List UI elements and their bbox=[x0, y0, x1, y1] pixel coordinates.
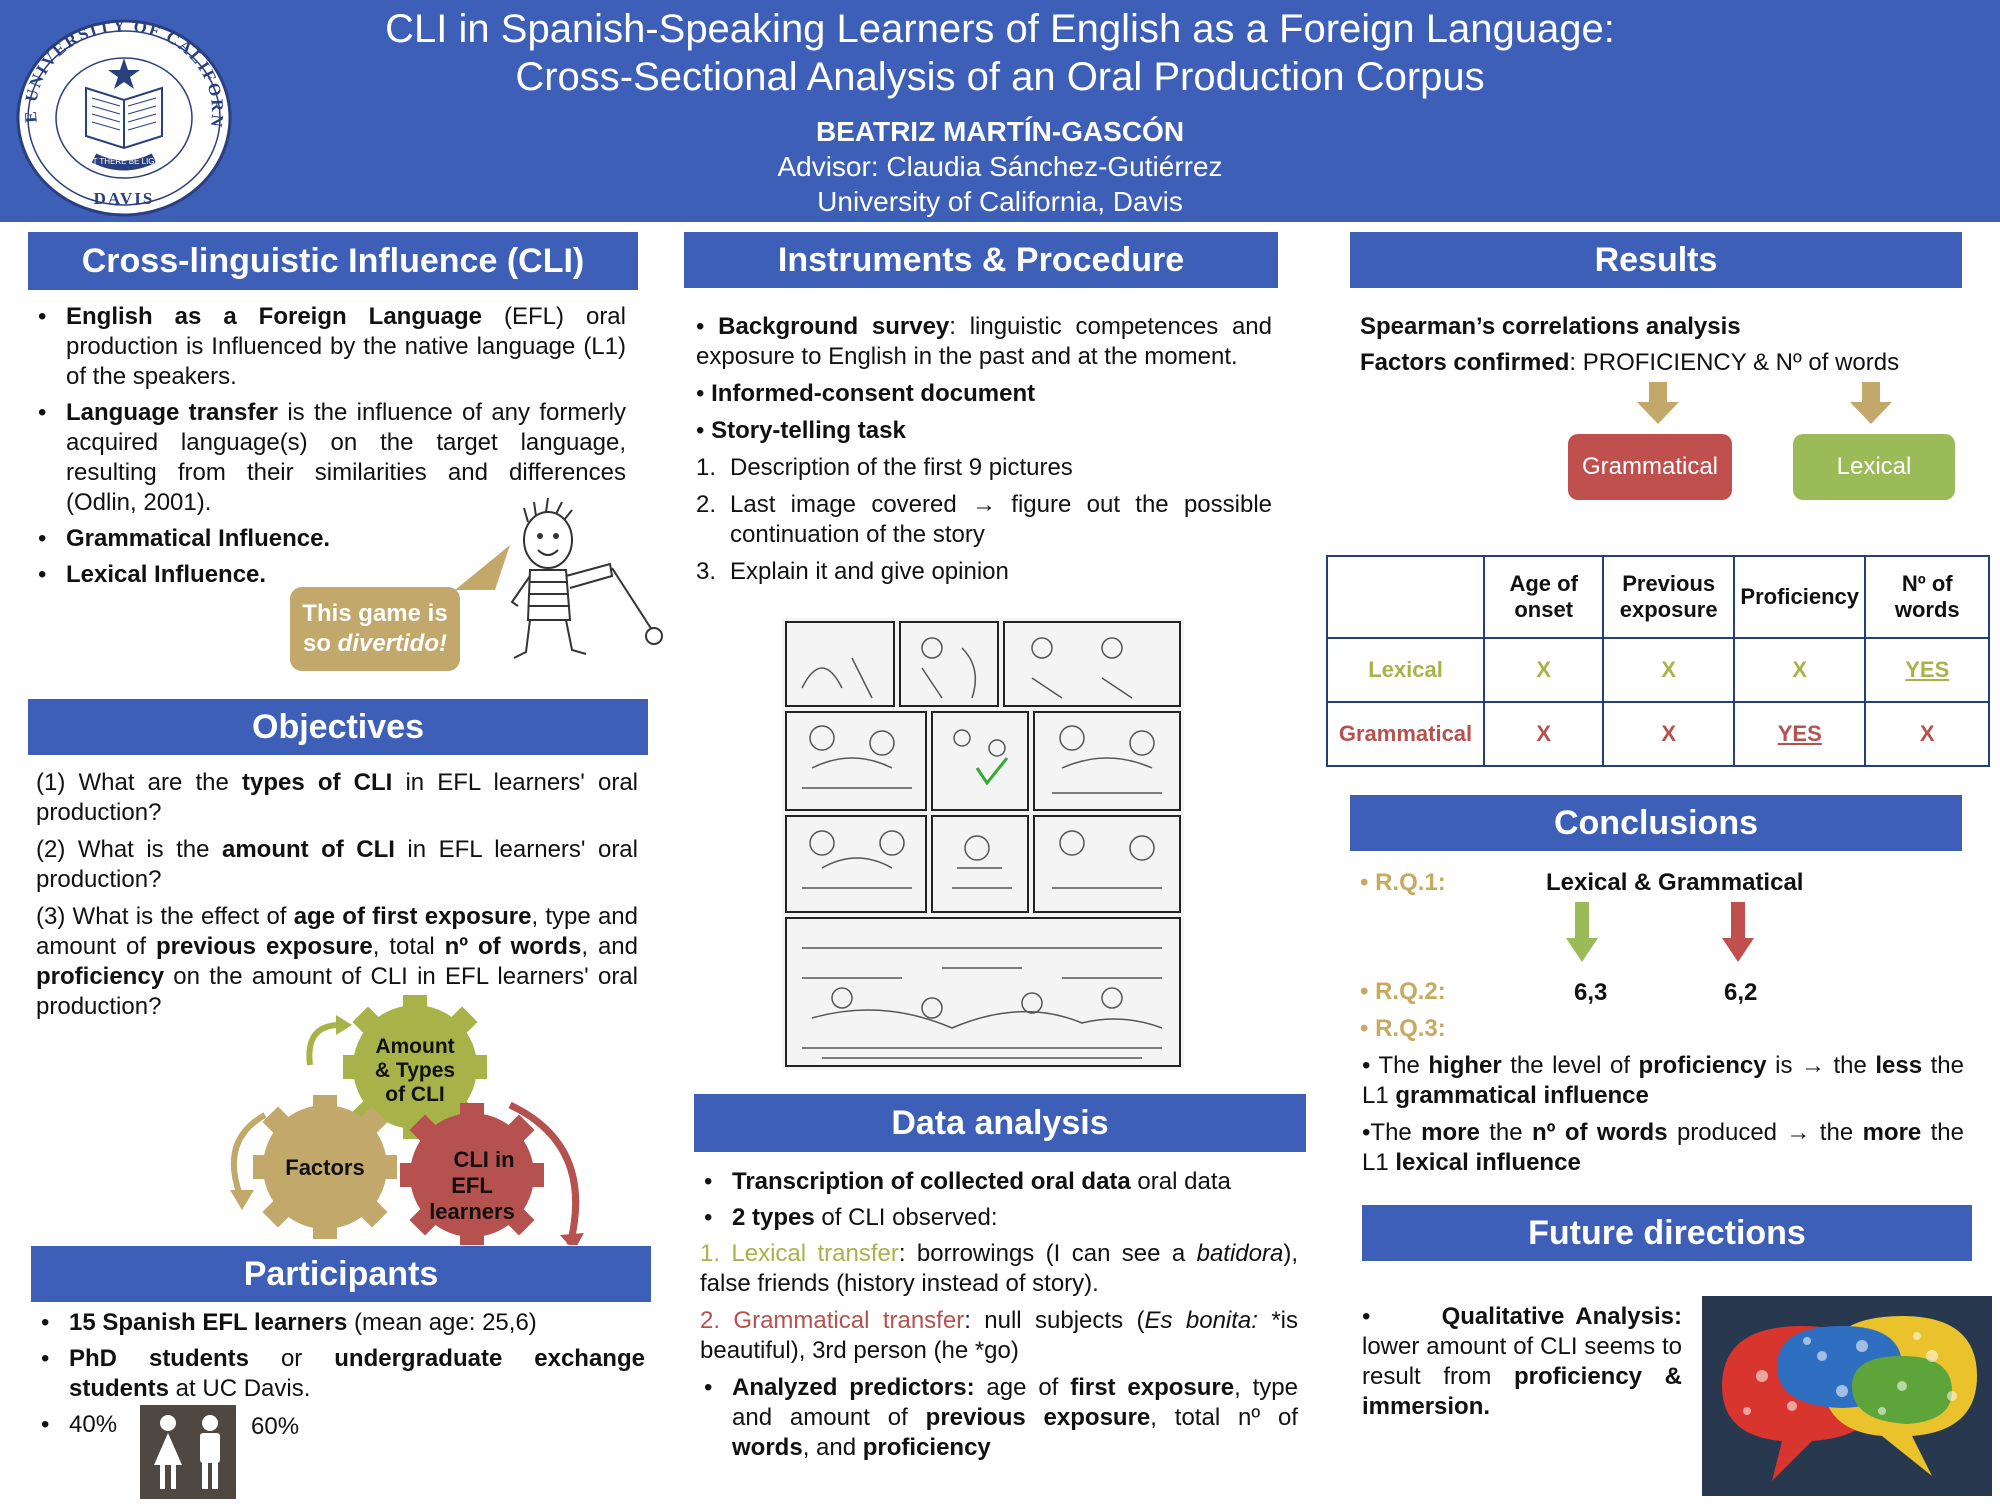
objectives-body: (1) What are the types of CLI in EFL lea… bbox=[36, 768, 638, 1029]
poster-title-line2: Cross-Sectional Analysis of an Oral Prod… bbox=[515, 55, 1485, 99]
table-cell: YES bbox=[1864, 637, 1990, 703]
cli-heading: Cross-linguistic Influence (CLI) bbox=[28, 232, 638, 290]
table-cell: X bbox=[1483, 701, 1605, 767]
instrument-storytelling: • Story-telling task bbox=[696, 417, 906, 444]
table-header-cell: Proficiency bbox=[1732, 555, 1867, 639]
rq3-label: • R.Q.3: bbox=[1360, 1015, 1446, 1042]
analysis-lexical-transfer: 1. Lexical transfer: borrowings (I can s… bbox=[700, 1240, 1299, 1297]
participants-heading: Participants bbox=[31, 1246, 651, 1302]
speech-bubbles-icon-collage bbox=[1702, 1296, 1992, 1496]
table-cell: YES bbox=[1732, 701, 1867, 767]
cli-bullet-1: English as a Foreign Language (EFL) oral… bbox=[28, 302, 626, 392]
gear-top-line1: Amount bbox=[375, 1035, 454, 1058]
table-row-label: Grammatical bbox=[1325, 701, 1486, 767]
grammatical-arrow-icon bbox=[1722, 902, 1754, 962]
table-header-cell: Age of onset bbox=[1483, 555, 1605, 639]
gear-top-line3: of CLI bbox=[385, 1083, 444, 1106]
rq2-lexical-value: 6,3 bbox=[1574, 979, 1608, 1006]
author-name: BEATRIZ MARTÍN-GASCÓN bbox=[815, 116, 1185, 147]
gear-top-line2: & Types bbox=[375, 1059, 455, 1082]
results-heading: Results bbox=[1350, 232, 1962, 288]
table-header-row: Age of onset Previous exposure Proficien… bbox=[1325, 555, 1990, 639]
poster-header: LET THERE BE LIGHT THE UNIVERSITY OF CAL… bbox=[0, 0, 2000, 222]
seal-bottom-text: DAVIS bbox=[94, 189, 155, 208]
instruments-body: • Background survey: linguistic competen… bbox=[696, 312, 1272, 587]
uc-davis-seal: LET THERE BE LIGHT THE UNIVERSITY OF CAL… bbox=[14, 18, 232, 217]
table-cell: X bbox=[1864, 701, 1990, 767]
participants-bullet-2: PhD students or undergraduate exchange s… bbox=[31, 1344, 645, 1404]
gear-right-line1: CLI in bbox=[453, 1147, 514, 1172]
gear-right-line2: EFL bbox=[451, 1173, 493, 1198]
table-row-label: Lexical bbox=[1325, 637, 1486, 703]
objective-3: (3) What is the effect of age of first e… bbox=[36, 903, 638, 1020]
data-analysis-heading: Data analysis bbox=[694, 1094, 1306, 1152]
future-directions-heading: Future directions bbox=[1362, 1205, 1972, 1261]
analysis-bullet-transcription: Transcription of collected oral data ora… bbox=[694, 1167, 1298, 1197]
gear-right-line3: learners bbox=[429, 1199, 515, 1224]
analysis-grammatical-transfer: 2. Grammatical transfer: null subjects (… bbox=[700, 1307, 1299, 1364]
data-analysis-body: Transcription of collected oral data ora… bbox=[694, 1167, 1298, 1469]
results-line-1: Spearman’s correlations analysis bbox=[1360, 313, 1741, 340]
results-line-2: Factors confirmed: PROFICIENCY & Nº of w… bbox=[1360, 349, 1900, 376]
procedure-step-3: 3. Explain it and give opinion bbox=[696, 558, 1009, 585]
gear-cli-learners: CLI in EFL learners bbox=[400, 1103, 544, 1245]
analysis-bullet-types: 2 types of CLI observed: bbox=[694, 1203, 1298, 1233]
future-qualitative: • Qualitative Analysis: lower amount of … bbox=[1362, 1303, 1682, 1420]
instruments-heading: Instruments & Procedure bbox=[684, 232, 1278, 288]
poster-title-line1: CLI in Spanish-Speaking Learners of Engl… bbox=[385, 7, 1615, 51]
cli-bullet-2: Language transfer is the influence of an… bbox=[28, 398, 626, 518]
gender-icons bbox=[140, 1405, 236, 1499]
table-cell: X bbox=[1602, 637, 1735, 703]
conclusion-proficiency: • The higher the level of proficiency is… bbox=[1362, 1052, 1964, 1109]
story-comic-image bbox=[782, 618, 1184, 1070]
female-male-icon bbox=[154, 1415, 220, 1489]
speech-bubble-tail bbox=[455, 545, 510, 590]
future-directions-body: • Qualitative Analysis: lower amount of … bbox=[1362, 1302, 1682, 1429]
participants-bullet-1: 15 Spanish EFL learners (mean age: 25,6) bbox=[31, 1308, 645, 1338]
lexical-pill: Lexical bbox=[1793, 434, 1955, 500]
table-cell: X bbox=[1602, 701, 1735, 767]
table-cell: X bbox=[1732, 637, 1867, 703]
advisor-name: Advisor: Claudia Sánchez-Gutiérrez bbox=[777, 151, 1223, 182]
analysis-bullet-predictors: Analyzed predictors: age of first exposu… bbox=[694, 1373, 1298, 1463]
rq2-grammatical-value: 6,2 bbox=[1724, 979, 1758, 1006]
seal-motto: LET THERE BE LIGHT bbox=[83, 157, 166, 166]
rq1-answer: Lexical & Grammatical bbox=[1546, 869, 1804, 896]
institution-name: University of California, Davis bbox=[817, 186, 1183, 217]
results-table: Age of onset Previous exposure Proficien… bbox=[1325, 555, 1990, 767]
grammatical-pill: Grammatical bbox=[1568, 434, 1732, 500]
table-header-cell: Nº of words bbox=[1864, 555, 1990, 639]
procedure-step-2: 2.Last image covered → figure out the po… bbox=[696, 491, 1272, 548]
table-header-cell bbox=[1325, 555, 1486, 639]
conclusion-words: •The more the nº of words produced → the… bbox=[1362, 1119, 1965, 1176]
lexical-arrow-icon bbox=[1566, 902, 1598, 962]
conclusions-heading: Conclusions bbox=[1350, 795, 1962, 851]
objectives-heading: Objectives bbox=[28, 699, 648, 755]
gears-diagram: Amount & Types of CLI Factors CLI in EFL… bbox=[230, 995, 584, 1245]
procedure-step-1: 1.Description of the first 9 pictures bbox=[696, 454, 1073, 481]
arrow-down-icon bbox=[1637, 382, 1679, 424]
cli-body: English as a Foreign Language (EFL) oral… bbox=[28, 302, 626, 596]
gear-factors: Factors bbox=[253, 1095, 397, 1239]
cli-bullet-3: Grammatical Influence. bbox=[28, 524, 626, 554]
table-cell: X bbox=[1483, 637, 1605, 703]
gear-factors-label: Factors bbox=[285, 1155, 364, 1180]
arrow-down-icon bbox=[1850, 382, 1892, 424]
participants-body: 15 Spanish EFL learners (mean age: 25,6)… bbox=[31, 1308, 645, 1446]
participants-bullet-3: 40% bbox=[31, 1410, 645, 1440]
instrument-consent: • Informed-consent document bbox=[696, 380, 1036, 407]
boy-with-yoyo-illustration bbox=[510, 497, 663, 659]
male-percentage: 60% bbox=[251, 1413, 300, 1440]
table-row: Grammatical X X YES X bbox=[1325, 701, 1990, 767]
objective-1: (1) What are the types of CLI in EFL lea… bbox=[36, 769, 638, 826]
instrument-survey: • Background survey: linguistic competen… bbox=[696, 313, 1273, 370]
table-header-cell: Previous exposure bbox=[1602, 555, 1735, 639]
rq2-label: • R.Q.2: bbox=[1360, 978, 1446, 1005]
rq3-body: • The higher the level of proficiency is… bbox=[1362, 1051, 1964, 1185]
rq1-label: • R.Q.1: bbox=[1360, 869, 1446, 896]
cli-bullet-4: Lexical Influence. bbox=[28, 560, 626, 590]
objective-2: (2) What is the amount of CLI in EFL lea… bbox=[36, 836, 638, 893]
table-row: Lexical X X X YES bbox=[1325, 637, 1990, 703]
